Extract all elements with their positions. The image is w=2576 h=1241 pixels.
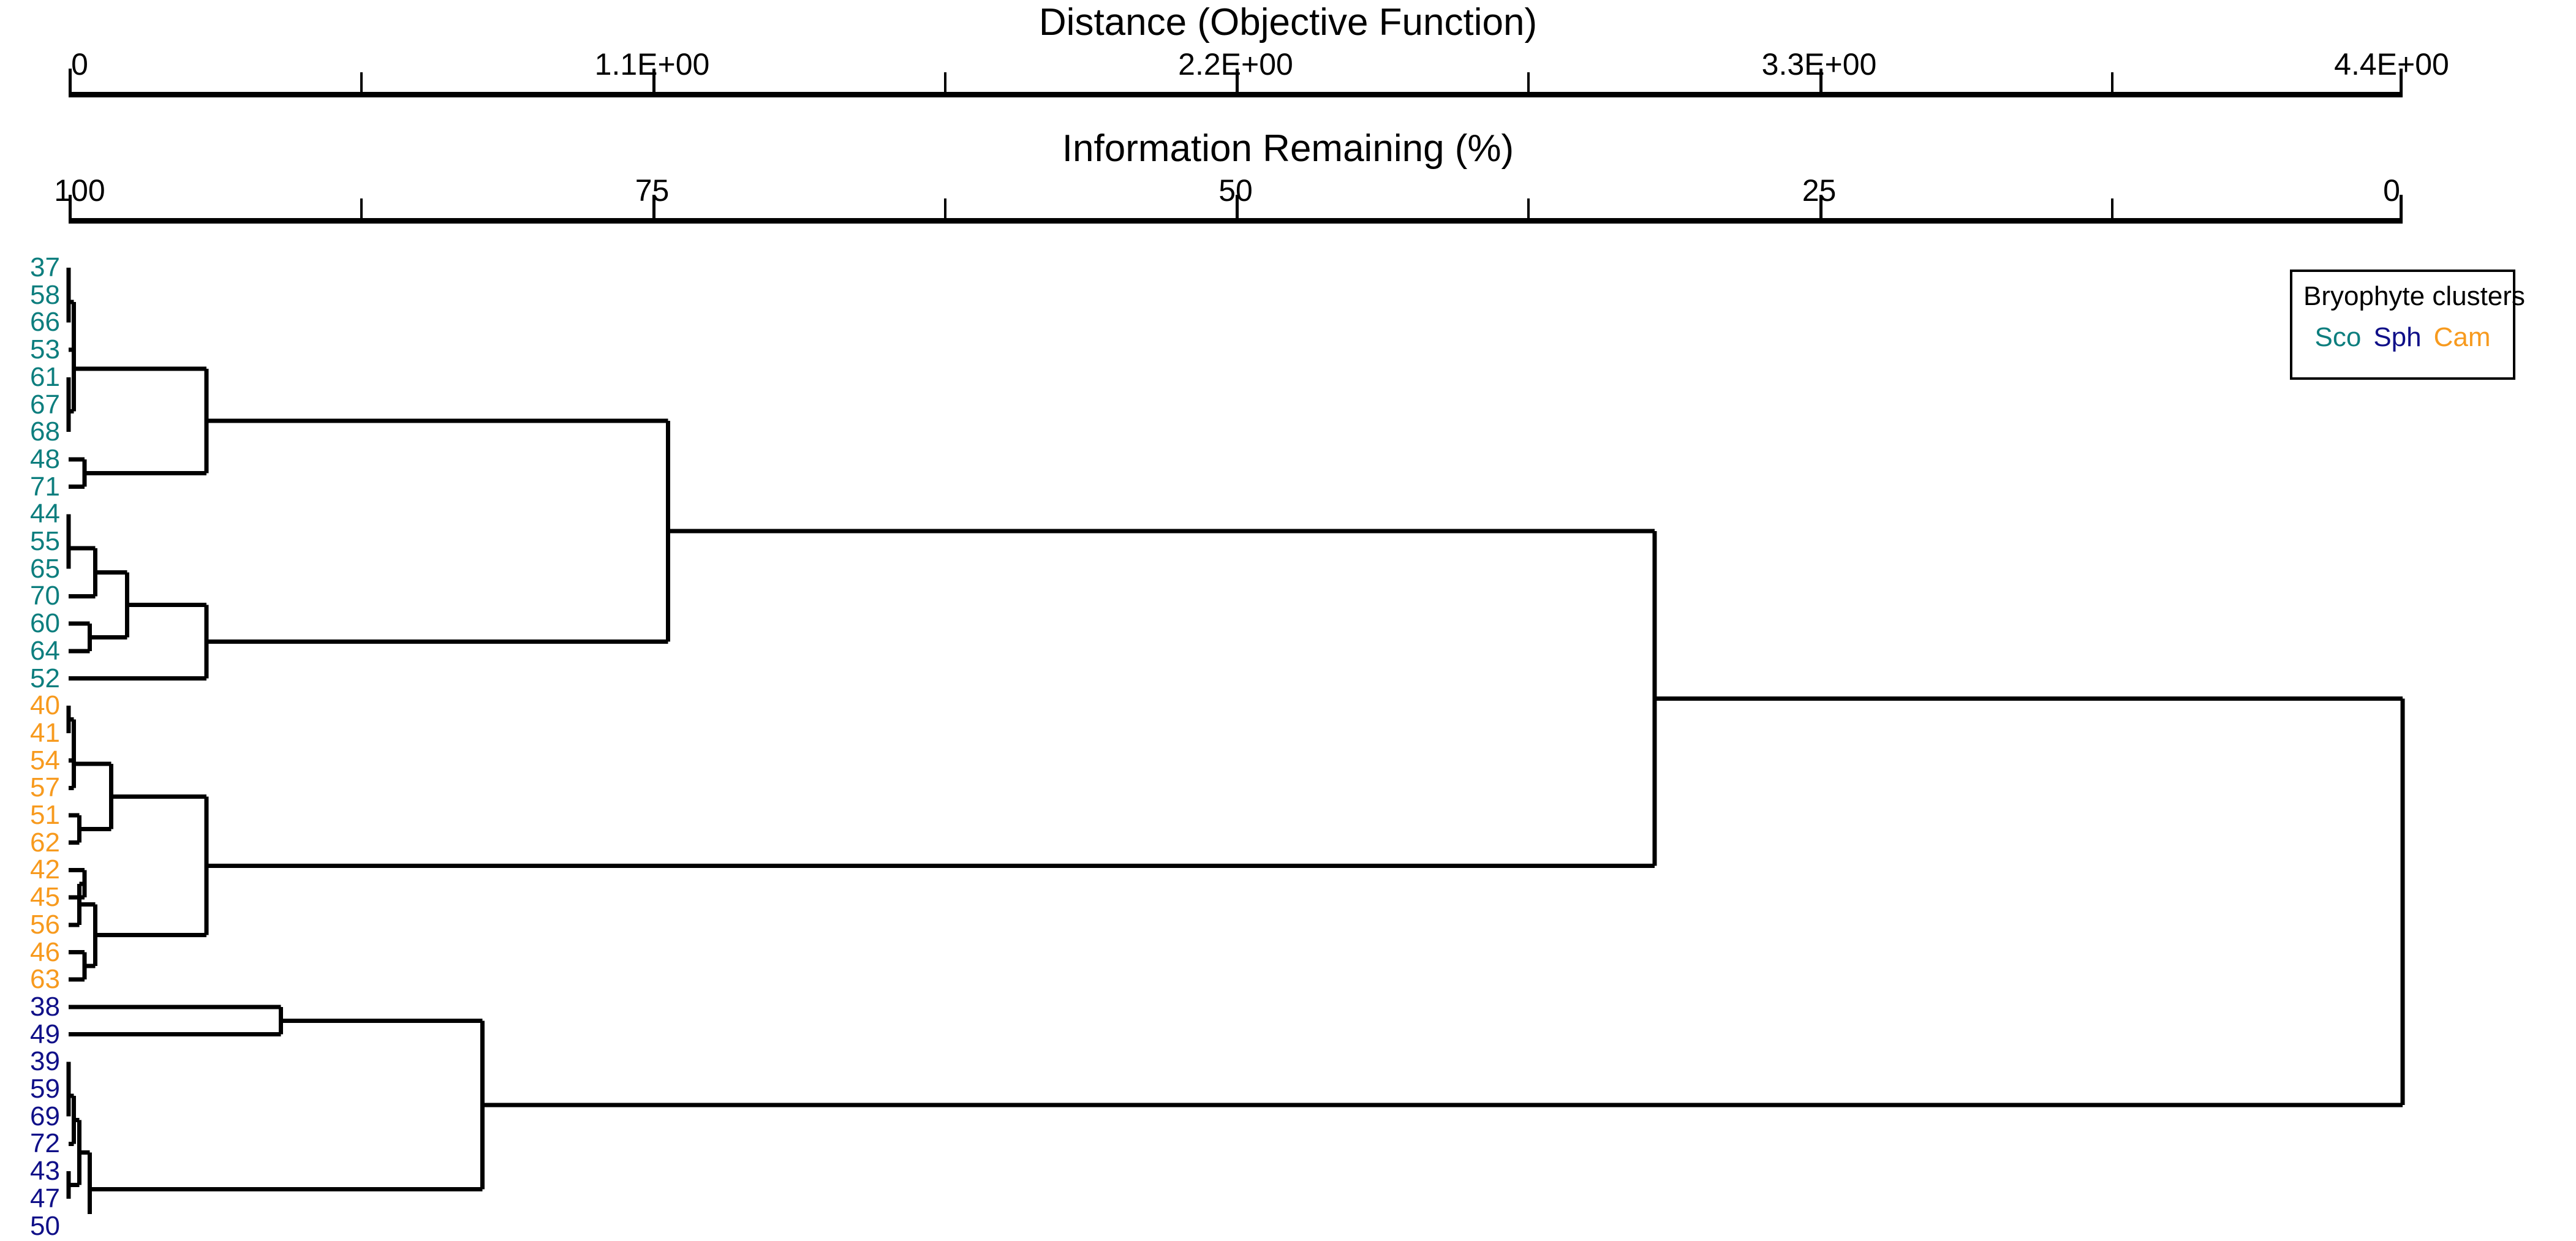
leaf-label: 53 [30,334,60,365]
leaf-label: 64 [30,635,60,666]
axis-tick-label: 25 [1802,173,1837,208]
axis-tick-minor [2110,72,2113,92]
leaf-label: 56 [30,909,60,940]
leaf-label: 46 [30,937,60,967]
axis-tick-major [1819,69,1822,92]
leaf-label: 49 [30,1019,60,1049]
axis-tick-major [69,195,72,218]
axis-tick-label: 0 [2383,173,2400,208]
axis-tick-minor [943,198,946,218]
axis-tick-minor [360,198,363,218]
leaf-label: 65 [30,553,60,584]
axis-tick-label: 4.4E+00 [2334,47,2449,81]
axis-tick-minor [1527,198,1530,218]
leaf-label: 69 [30,1101,60,1131]
leaf-label: 57 [30,772,60,803]
axis-tick-major [2400,69,2403,92]
distance-axis-title: Distance (Objective Function) [1038,1,1538,43]
leaf-label: 39 [30,1046,60,1077]
leaf-label: 55 [30,526,60,556]
leaf-label: 44 [30,499,60,529]
legend-key-sph: Sph [2373,322,2422,352]
leaf-label: 61 [30,361,60,392]
axis-tick-label: 2.2E+00 [1178,47,1293,81]
leaf-label: 41 [30,717,60,748]
leaf-label: 37 [30,252,60,282]
leaf-label: 60 [30,608,60,639]
axis-tick-major [1236,69,1239,92]
information-axis-title: Information Remaining (%) [1062,127,1514,170]
axis-baseline [69,92,2403,97]
leaf-label: 59 [30,1074,60,1104]
axis-tick-major [652,195,655,218]
axis-tick-major [652,69,655,92]
legend-key-sco: Sco [2314,322,2362,352]
axis-tick-minor [1527,72,1530,92]
axis-tick-minor [2110,198,2113,218]
axis-tick-label: 3.3E+00 [1761,47,1877,81]
axis-baseline [69,218,2403,224]
leaf-label: 68 [30,417,60,447]
axis-tick-label: 1.1E+00 [594,47,710,81]
axis-tick-minor [360,72,363,92]
axis-tick-label: 50 [1218,173,1253,208]
leaf-label: 67 [30,389,60,420]
legend-box: Bryophyte clusters Sco Sph Cam [2290,270,2525,380]
leaf-label: 42 [30,854,60,885]
leaf-label: 51 [30,800,60,830]
axis-tick-major [2400,195,2403,218]
leaf-label: 58 [30,279,60,310]
leaf-label: 52 [30,663,60,693]
leaf-label: 47 [30,1183,60,1213]
axis-tick-label: 75 [635,173,670,208]
leaf-label: 72 [30,1128,60,1159]
leaf-label: 70 [30,581,60,611]
leaf-label: 48 [30,443,60,474]
axis-tick-minor [943,72,946,92]
legend-keys: Sco Sph Cam [2303,319,2502,355]
axis-tick-major [69,69,72,92]
leaf-label: 45 [30,882,60,913]
leaf-label: 43 [30,1156,60,1186]
axis-tick-major [1236,195,1239,218]
leaf-label: 71 [30,471,60,502]
axis-tick-label: 100 [54,173,105,208]
leaf-label: 63 [30,964,60,995]
dendrogram-tree [66,268,2405,1214]
leaf-label: 38 [30,991,60,1022]
leaf-label: 66 [30,307,60,338]
axis-tick-major [1819,195,1822,218]
dendrogram-figure: Distance (Objective Function) 0 1.1E+00 2.… [30,1,2525,1240]
legend-title: Bryophyte clusters [2303,281,2525,311]
axis-tick-label: 0 [71,47,88,81]
leaf-label: 50 [30,1210,60,1241]
leaf-label: 40 [30,690,60,721]
legend-key-cam: Cam [2433,322,2491,352]
leaf-label: 54 [30,745,60,775]
leaf-label: 62 [30,827,60,858]
